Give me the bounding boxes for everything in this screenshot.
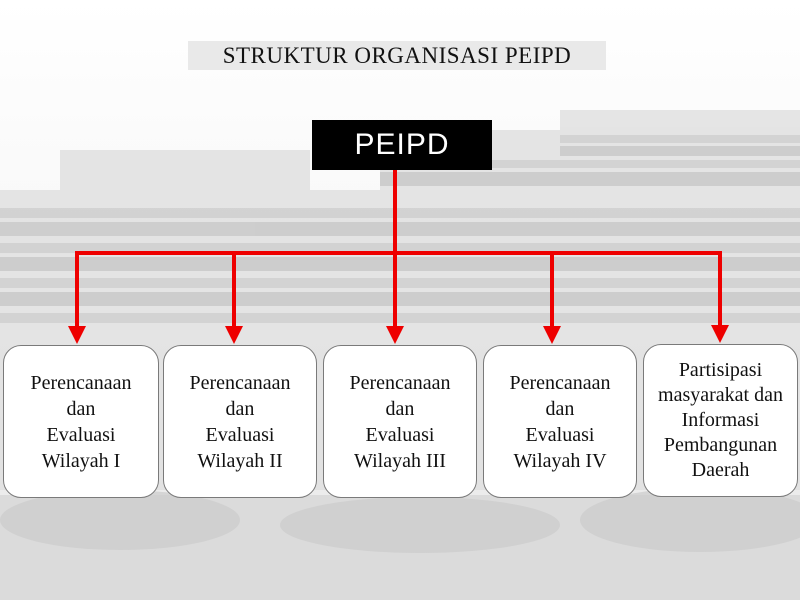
child-node-label: Perencanaan dan Evaluasi Wilayah II <box>189 371 291 472</box>
arrow-down-icon <box>386 326 404 344</box>
child-node-wilayah-1: Perencanaan dan Evaluasi Wilayah I <box>3 345 159 498</box>
child-node-label: Partisipasi masyarakat dan Informasi Pem… <box>658 359 783 481</box>
root-node-label: PEIPD <box>354 128 450 161</box>
child-node-label: Perencanaan dan Evaluasi Wilayah III <box>349 371 451 472</box>
root-node-peipd: PEIPD <box>312 120 492 170</box>
child-node-label: Perencanaan dan Evaluasi Wilayah I <box>30 371 132 472</box>
arrow-down-icon <box>68 326 86 344</box>
arrow-down-icon <box>543 326 561 344</box>
page-title: STRUKTUR ORGANISASI PEIPD <box>222 42 572 68</box>
title-band: STRUKTUR ORGANISASI PEIPD <box>188 41 606 70</box>
child-node-wilayah-3: Perencanaan dan Evaluasi Wilayah III <box>323 345 477 498</box>
arrow-down-icon <box>711 325 729 343</box>
child-node-wilayah-2: Perencanaan dan Evaluasi Wilayah II <box>163 345 317 498</box>
arrow-down-icon <box>225 326 243 344</box>
child-node-wilayah-4: Perencanaan dan Evaluasi Wilayah IV <box>483 345 637 498</box>
child-node-partisipasi: Partisipasi masyarakat dan Informasi Pem… <box>643 344 798 497</box>
child-node-label: Perencanaan dan Evaluasi Wilayah IV <box>509 371 611 472</box>
